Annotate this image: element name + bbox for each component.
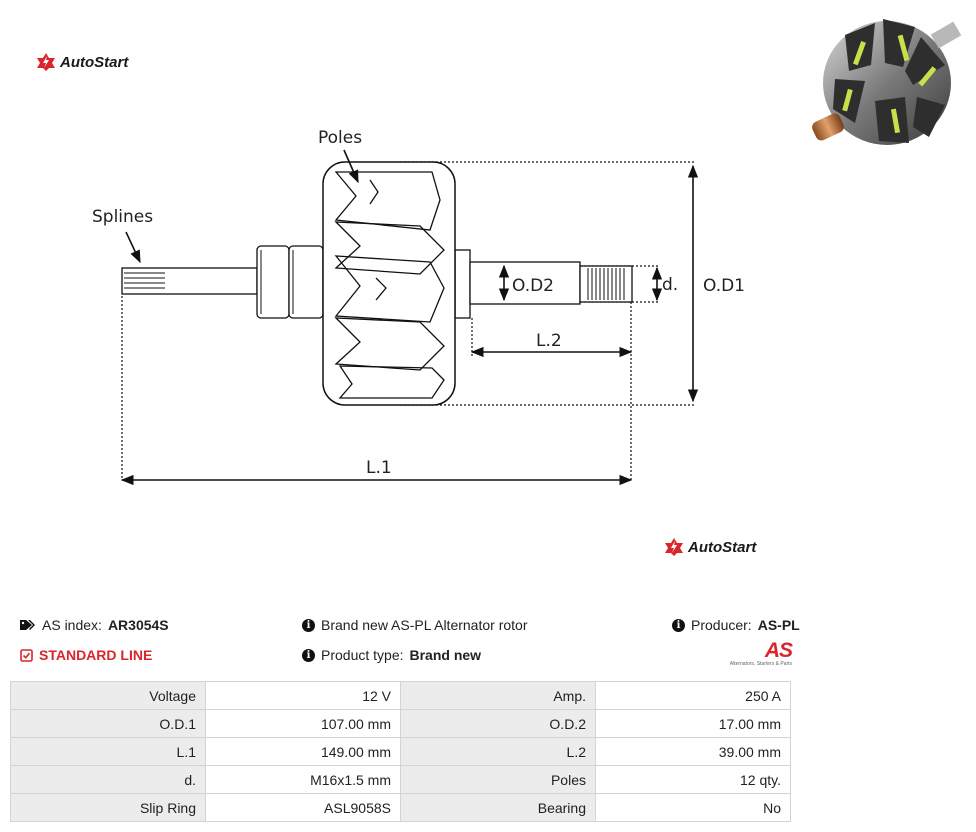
spec-value: 107.00 mm — [205, 709, 401, 738]
spec-label: d. — [10, 765, 206, 794]
spec-label: Poles — [400, 765, 596, 794]
label-od2: O.D2 — [512, 276, 554, 296]
spec-value: No — [595, 793, 791, 822]
check-square-icon — [20, 648, 33, 662]
label-l2: L.2 — [536, 331, 562, 351]
brand-logo: AutoStart — [36, 52, 128, 72]
product-type: i Product type: Brand new — [302, 647, 481, 663]
spec-value: M16x1.5 mm — [205, 765, 401, 794]
standard-line-badge: STANDARD LINE — [20, 647, 152, 663]
label-l1: L.1 — [366, 458, 392, 478]
table-row: Slip Ring ASL9058S Bearing No — [10, 793, 791, 822]
spec-label: L.2 — [400, 737, 596, 766]
label-d: d. — [662, 275, 678, 295]
as-pl-logo-mark: AS — [764, 639, 793, 662]
brand-name: AutoStart — [60, 53, 129, 71]
producer-label: Producer: — [691, 617, 752, 633]
spec-label: L.1 — [10, 737, 206, 766]
label-splines: Splines — [92, 207, 153, 227]
brand-logo-secondary: AutoStart — [664, 537, 756, 557]
autostart-logo-icon — [37, 53, 55, 71]
brand-name-secondary: AutoStart — [688, 538, 757, 556]
rotor-photo — [812, 19, 962, 145]
spec-label: O.D.2 — [400, 709, 596, 738]
spec-value: 12 qty. — [595, 765, 791, 794]
product-type-value: Brand new — [409, 647, 482, 663]
as-pl-logo-tagline: Alternators, Starters & Parts — [729, 661, 792, 667]
spec-value: 39.00 mm — [595, 737, 791, 766]
info-icon: i — [672, 618, 685, 632]
spec-value: 149.00 mm — [205, 737, 401, 766]
table-row: L.1 149.00 mm L.2 39.00 mm — [10, 737, 791, 766]
tags-icon — [20, 620, 35, 630]
product-description: i Brand new AS-PL Alternator rotor — [302, 617, 527, 633]
as-pl-logo: AS Alternators, Starters & Parts — [716, 639, 793, 671]
spec-value: 250 A — [595, 681, 791, 710]
producer-value: AS-PL — [757, 617, 800, 633]
as-index-label: AS index: — [42, 617, 102, 633]
product-type-label: Product type: — [321, 647, 404, 663]
label-od1: O.D1 — [703, 276, 745, 296]
spec-value: 17.00 mm — [595, 709, 791, 738]
as-index: AS index: AR3054S — [20, 617, 169, 633]
producer: i Producer: AS-PL — [672, 617, 800, 633]
table-row: O.D.1 107.00 mm O.D.2 17.00 mm — [10, 709, 791, 738]
spec-label: Voltage — [10, 681, 206, 710]
spec-label: Amp. — [400, 681, 596, 710]
autostart-logo-icon — [665, 538, 683, 556]
rotor-diagram: Poles Splines O.D2 d. O.D1 L.2 L.1 — [92, 128, 745, 486]
label-poles: Poles — [318, 128, 362, 148]
description-text: Brand new AS-PL Alternator rotor — [321, 617, 528, 633]
as-index-value: AR3054S — [107, 617, 169, 633]
table-row: d. M16x1.5 mm Poles 12 qty. — [10, 765, 791, 794]
spec-value: ASL9058S — [205, 793, 401, 822]
spec-label: O.D.1 — [10, 709, 206, 738]
info-icon: i — [302, 648, 315, 662]
table-row: Voltage 12 V Amp. 250 A — [10, 681, 791, 710]
spec-label: Slip Ring — [10, 793, 206, 822]
spec-label: Bearing — [400, 793, 596, 822]
spec-value: 12 V — [205, 681, 401, 710]
info-icon: i — [302, 618, 315, 632]
standard-line-text: STANDARD LINE — [39, 647, 153, 663]
spec-table: Voltage 12 V Amp. 250 A O.D.1 107.00 mm … — [10, 681, 791, 822]
